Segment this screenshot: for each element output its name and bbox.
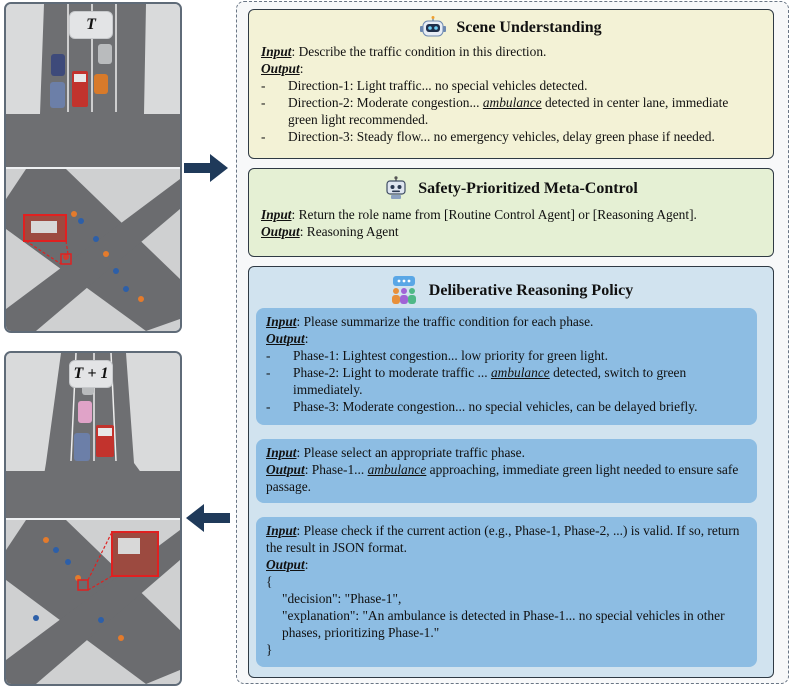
meta-input: Input: Return the role name from [Routin…	[261, 207, 697, 222]
scene-understanding-title: Scene Understanding	[249, 15, 773, 39]
reasoning-block-validate: Input: Please check if the current actio…	[256, 517, 757, 667]
scene-understanding-box: Scene Understanding Input: Describe the …	[248, 9, 774, 159]
meta-control-title-text: Safety-Prioritized Meta-Control	[418, 179, 638, 197]
reasoning-block2-output: Output: Phase-1... ambulance approaching…	[266, 462, 739, 494]
ambulance-highlight: ambulance	[367, 462, 427, 477]
json-explanation-line: "explanation": "An ambulance is detected…	[282, 608, 725, 640]
reasoning-block1-output-label: Output:	[266, 331, 309, 346]
reasoning-block3-input: Input: Please check if the current actio…	[266, 523, 740, 555]
list-item: Phase-1: Lightest congestion... low prio…	[266, 347, 747, 364]
reasoning-policy-box: Deliberative Reasoning Policy Input: Ple…	[248, 266, 774, 678]
list-item: Phase-3: Moderate congestion... no speci…	[266, 398, 747, 415]
scene-understanding-title-text: Scene Understanding	[456, 18, 602, 36]
list-item: Direction-2: Moderate congestion... ambu…	[261, 94, 761, 128]
reasoning-policy-title: Deliberative Reasoning Policy	[249, 275, 773, 305]
list-item: Direction-3: Steady flow... no emergency…	[261, 128, 761, 145]
agents-icon	[391, 276, 416, 304]
scene-output-label: Output:	[261, 61, 304, 76]
arrow-left-icon	[186, 504, 230, 532]
intersection-view-t	[6, 169, 180, 331]
ambulance-highlight: ambulance	[482, 95, 542, 110]
reasoning-policy-title-text: Deliberative Reasoning Policy	[428, 281, 634, 299]
list-item: Direction-1: Light traffic... no special…	[261, 77, 761, 94]
phase-list: Phase-1: Lightest congestion... low prio…	[266, 347, 747, 415]
time-label-t: T	[69, 11, 113, 39]
timeline-panel-t: T	[4, 2, 182, 333]
approach-view-t: T	[6, 4, 180, 167]
meta-control-title: Safety-Prioritized Meta-Control	[249, 176, 773, 200]
json-decision-line: "decision": "Phase-1",	[282, 591, 402, 606]
reasoning-block-summarize: Input: Please summarize the traffic cond…	[256, 308, 757, 425]
timeline-panel-t-plus-1: T + 1	[4, 351, 182, 686]
json-open-brace: {	[266, 574, 273, 589]
json-output: { "decision": "Phase-1", "explanation": …	[266, 573, 747, 658]
ambulance-highlight: ambulance	[490, 365, 550, 380]
reasoning-block2-input: Input: Please select an appropriate traf…	[266, 445, 525, 460]
meta-control-box: Safety-Prioritized Meta-Control Input: R…	[248, 168, 774, 257]
robot-icon	[386, 176, 406, 199]
approach-view-t-plus-1: T + 1	[6, 353, 180, 518]
arrow-right-icon	[184, 154, 228, 182]
reasoning-block-select-phase: Input: Please select an appropriate traf…	[256, 439, 757, 503]
reasoning-block3-output-label: Output:	[266, 557, 309, 572]
scene-understanding-body: Input: Describe the traffic condition in…	[249, 39, 773, 145]
intersection-view-t-plus-1	[6, 520, 180, 684]
robot-icon	[420, 16, 447, 37]
json-close-brace: }	[266, 642, 273, 657]
time-label-t-plus-1: T + 1	[69, 360, 113, 388]
scene-input: Input: Describe the traffic condition in…	[261, 44, 547, 59]
scene-direction-list: Direction-1: Light traffic... no special…	[261, 77, 761, 145]
llm-agent-pipeline: Scene Understanding Input: Describe the …	[236, 1, 789, 684]
meta-control-body: Input: Return the role name from [Routin…	[249, 200, 773, 240]
list-item: Phase-2: Light to moderate traffic ... a…	[266, 364, 747, 398]
meta-output: Output: Reasoning Agent	[261, 224, 399, 239]
reasoning-block1-input: Input: Please summarize the traffic cond…	[266, 314, 594, 329]
